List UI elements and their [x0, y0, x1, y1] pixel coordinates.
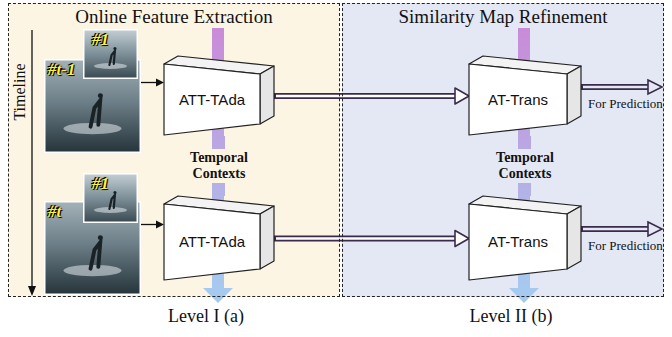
- panel-ground: [342, 3, 664, 297]
- timeline-arrowhead: [28, 286, 36, 296]
- frame-picture: [83, 29, 138, 79]
- module-block: ATT-TAda: [164, 196, 274, 281]
- video-frame: #t#1: [44, 201, 141, 295]
- panel-ground: [8, 3, 340, 297]
- edge-label: Temporal Contexts: [183, 149, 255, 183]
- frame-index: #1: [92, 174, 109, 194]
- data-flow-arrow: [274, 88, 469, 104]
- module-block: AT-Trans: [469, 196, 581, 281]
- output-label: For Prediction: [588, 96, 663, 112]
- panel-heading: Similarity Map Refinement: [343, 6, 663, 28]
- data-flow-arrow: [141, 79, 164, 87]
- module-block: ATT-TAda: [164, 56, 274, 136]
- level-caption: Level I (a): [168, 306, 244, 327]
- context-arrowhead: [509, 288, 539, 303]
- module-name: AT-Trans: [488, 91, 548, 108]
- timeline-label: Timeline: [11, 61, 29, 122]
- context-arrowhead: [203, 288, 233, 303]
- level-caption: Level II (b): [470, 306, 553, 327]
- reference-frame: #1: [83, 29, 138, 79]
- output-arrow: [581, 80, 662, 94]
- stage-panel: Online Feature ExtractionLevel I (a)#t-1…: [8, 3, 340, 297]
- module-name: ATT-TAda: [179, 91, 245, 108]
- data-flow-arrow: [274, 231, 469, 247]
- output-label: For Prediction: [588, 238, 663, 254]
- module-name: AT-Trans: [488, 233, 548, 250]
- module-block: AT-Trans: [469, 56, 581, 136]
- reference-frame: #1: [83, 173, 138, 223]
- frame-index: #t-1: [48, 60, 75, 80]
- module-name: ATT-TAda: [179, 233, 245, 250]
- panel-heading: Online Feature Extraction: [9, 6, 339, 28]
- timeline-axis: [31, 30, 32, 288]
- frame-picture: [83, 173, 138, 223]
- frame-index: #1: [92, 30, 109, 50]
- frame-index: #t: [48, 202, 61, 222]
- output-arrow: [581, 222, 662, 236]
- edge-label: Temporal Contexts: [489, 149, 561, 183]
- video-frame: #t-1#1: [44, 59, 141, 153]
- data-flow-arrow: [141, 221, 164, 229]
